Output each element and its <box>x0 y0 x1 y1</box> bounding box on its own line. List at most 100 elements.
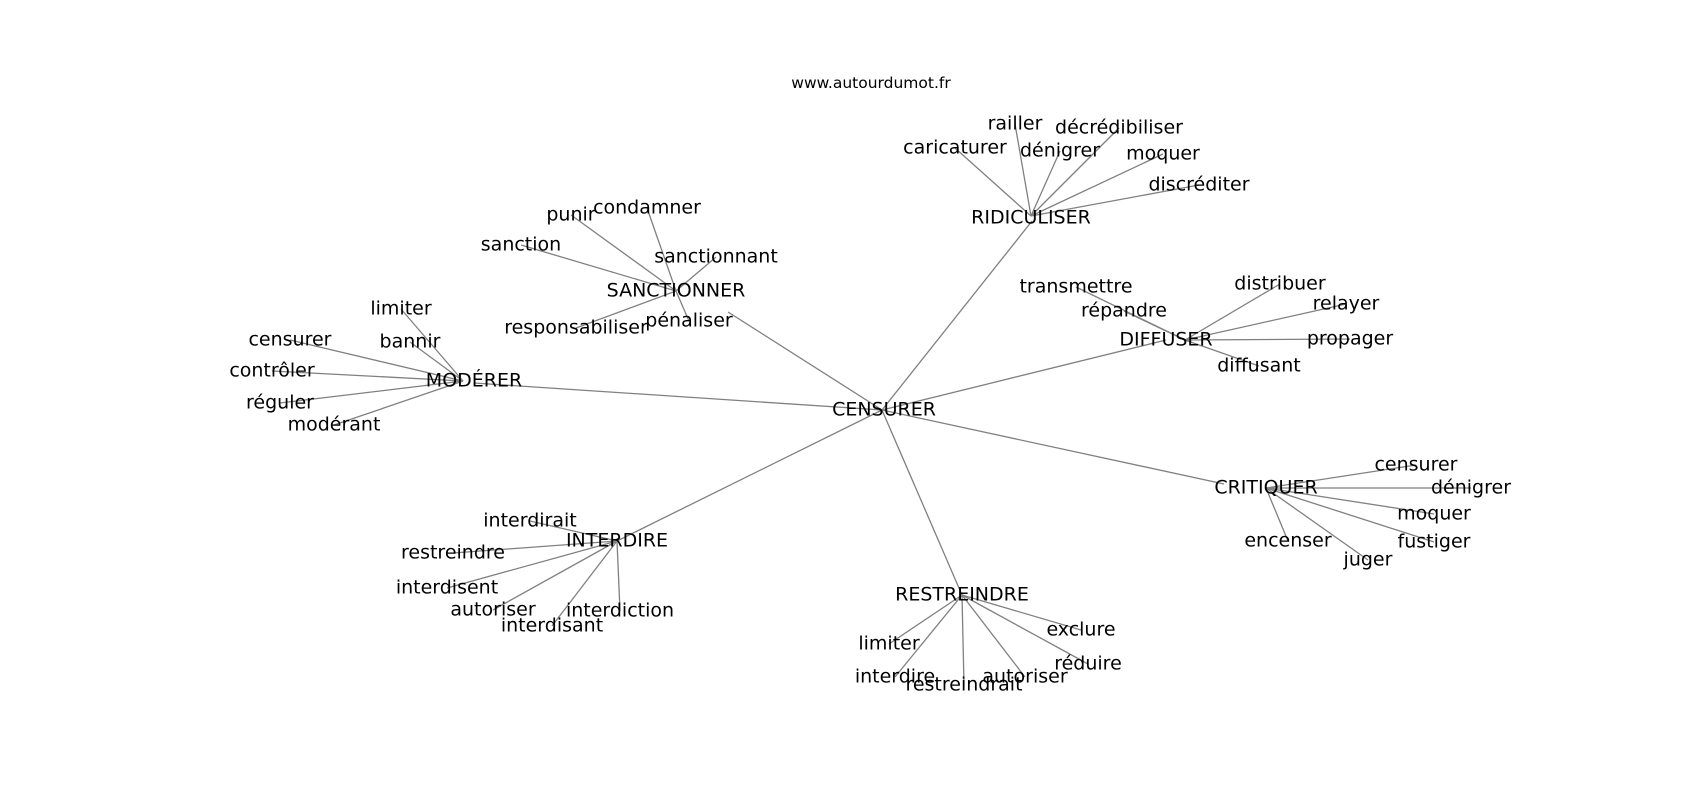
leaf-node: restreindre <box>401 542 505 564</box>
edge-hub-leaf <box>675 290 690 322</box>
hub-node: RIDICULISER <box>971 207 1091 229</box>
leaf-node: propager <box>1307 328 1394 350</box>
leaf-node: répandre <box>1081 300 1167 322</box>
leaf-node: modérant <box>288 414 381 436</box>
edge-hub-leaf <box>271 370 464 382</box>
edge-hub-leaf <box>1030 127 1120 217</box>
edge-hub-leaf <box>1184 303 1347 341</box>
edge-root-hub <box>881 339 1167 411</box>
leaf-node: juger <box>1343 549 1393 571</box>
leaf-node: discréditer <box>1148 174 1249 196</box>
edge-hub-leaf <box>616 540 621 612</box>
leaf-node: interdirait <box>483 510 576 532</box>
leaf-node: censurer <box>248 329 331 351</box>
leaf-node: fustiger <box>1398 531 1471 553</box>
leaf-node: dénigrer <box>1431 477 1511 499</box>
leaf-node: railler <box>988 113 1043 135</box>
edge-hub-leaf <box>1123 310 1186 341</box>
edge-hub-leaf <box>289 339 464 382</box>
edge-hub-leaf <box>1265 487 1369 561</box>
edge-hub-leaf <box>492 540 618 611</box>
edge-hub-leaf <box>570 214 677 292</box>
leaf-node: restreindrait <box>905 674 1022 696</box>
hub-node: MODÉRER <box>426 369 522 392</box>
leaf-node: contrôler <box>229 360 315 382</box>
edge-hub-leaf <box>452 540 618 554</box>
hub-node: CRITIQUER <box>1214 477 1317 499</box>
leaf-node: responsabiliser <box>504 317 648 339</box>
edge-hub-leaf <box>961 594 1082 631</box>
leaf-node: transmettre <box>1019 276 1132 298</box>
edge-root-hub <box>881 409 1225 485</box>
leaf-node: relayer <box>1313 293 1380 315</box>
edge-hub-leaf <box>1265 487 1435 543</box>
edge-hub-leaf <box>888 594 963 645</box>
leaf-node: distribuer <box>1234 273 1326 295</box>
edge-hub-leaf <box>675 256 717 292</box>
edge-hub-leaf <box>961 594 1026 678</box>
edge-hub-leaf <box>1265 487 1435 515</box>
edge-hub-leaf <box>529 520 618 542</box>
edge-hub-leaf <box>551 540 618 627</box>
hub-node: SANCTIONNER <box>607 280 746 302</box>
edge-hub-leaf <box>1184 283 1281 341</box>
edge-hub-leaf <box>409 341 464 382</box>
leaf-node: punir <box>546 204 595 226</box>
root-node: CENSURER <box>832 399 936 421</box>
leaf-node: limiter <box>858 633 919 655</box>
edge-hub-leaf <box>1265 487 1289 542</box>
edge-hub-leaf <box>1030 153 1164 217</box>
leaf-node: exclure <box>1046 619 1115 641</box>
leaf-node: réguler <box>246 392 314 414</box>
leaf-node: moquer <box>1126 143 1200 165</box>
leaf-node: autoriser <box>982 666 1067 688</box>
leaf-node: encenser <box>1244 530 1331 552</box>
edges <box>271 123 1471 686</box>
site-url: www.autourdumot.fr <box>791 74 951 92</box>
leaf-node: condamner <box>593 197 701 219</box>
edge-hub-leaf <box>961 594 965 686</box>
edge-root-hub <box>881 220 1033 411</box>
hub-node: INTERDIRE <box>566 530 668 552</box>
leaf-node: sanctionnant <box>654 246 778 268</box>
leaf-node: décrédibiliser <box>1055 117 1183 139</box>
edge-hub-leaf <box>1014 123 1032 217</box>
edge-hub-leaf <box>1030 184 1200 217</box>
edge-hub-leaf <box>333 380 464 426</box>
edge-root-hub <box>616 409 883 542</box>
edge-hub-leaf <box>1265 464 1417 489</box>
edge-root-hub <box>727 311 883 411</box>
edge-root-hub <box>473 382 883 411</box>
edge-hub-leaf <box>279 380 464 404</box>
leaf-node: pénaliser <box>645 310 733 332</box>
leaf-node: limiter <box>370 298 431 320</box>
edge-hub-leaf <box>1184 339 1260 367</box>
leaf-node: bannir <box>380 331 441 353</box>
edge-hub-leaf <box>446 540 618 589</box>
leaf-node: interdisant <box>501 615 603 637</box>
leaf-node: censurer <box>1374 454 1457 476</box>
edge-hub-leaf <box>961 594 1089 665</box>
leaf-node: caricaturer <box>903 137 1007 159</box>
edge-hub-leaf <box>894 594 963 678</box>
edge-hub-leaf <box>520 244 677 292</box>
leaf-node: moquer <box>1397 503 1471 525</box>
leaf-node: interdire <box>855 666 935 688</box>
edge-hub-leaf <box>1184 338 1351 341</box>
hub-node: RESTREINDRE <box>895 584 1029 606</box>
leaf-node: diffusant <box>1217 355 1301 377</box>
edge-hub-leaf <box>575 290 677 329</box>
edge-root-hub <box>881 409 963 596</box>
hub-node: DIFFUSER <box>1119 329 1212 351</box>
leaf-node: réduire <box>1054 653 1122 675</box>
leaf-node: autoriser <box>450 599 535 621</box>
leaf-node: dénigrer <box>1020 140 1100 162</box>
edge-hub-leaf <box>954 147 1032 217</box>
edge-hub-leaf <box>1030 150 1061 217</box>
leaf-node: interdisent <box>396 577 498 599</box>
edge-hub-leaf <box>400 308 464 382</box>
leaf-node: sanction <box>481 234 561 256</box>
edge-hub-leaf <box>646 207 677 292</box>
